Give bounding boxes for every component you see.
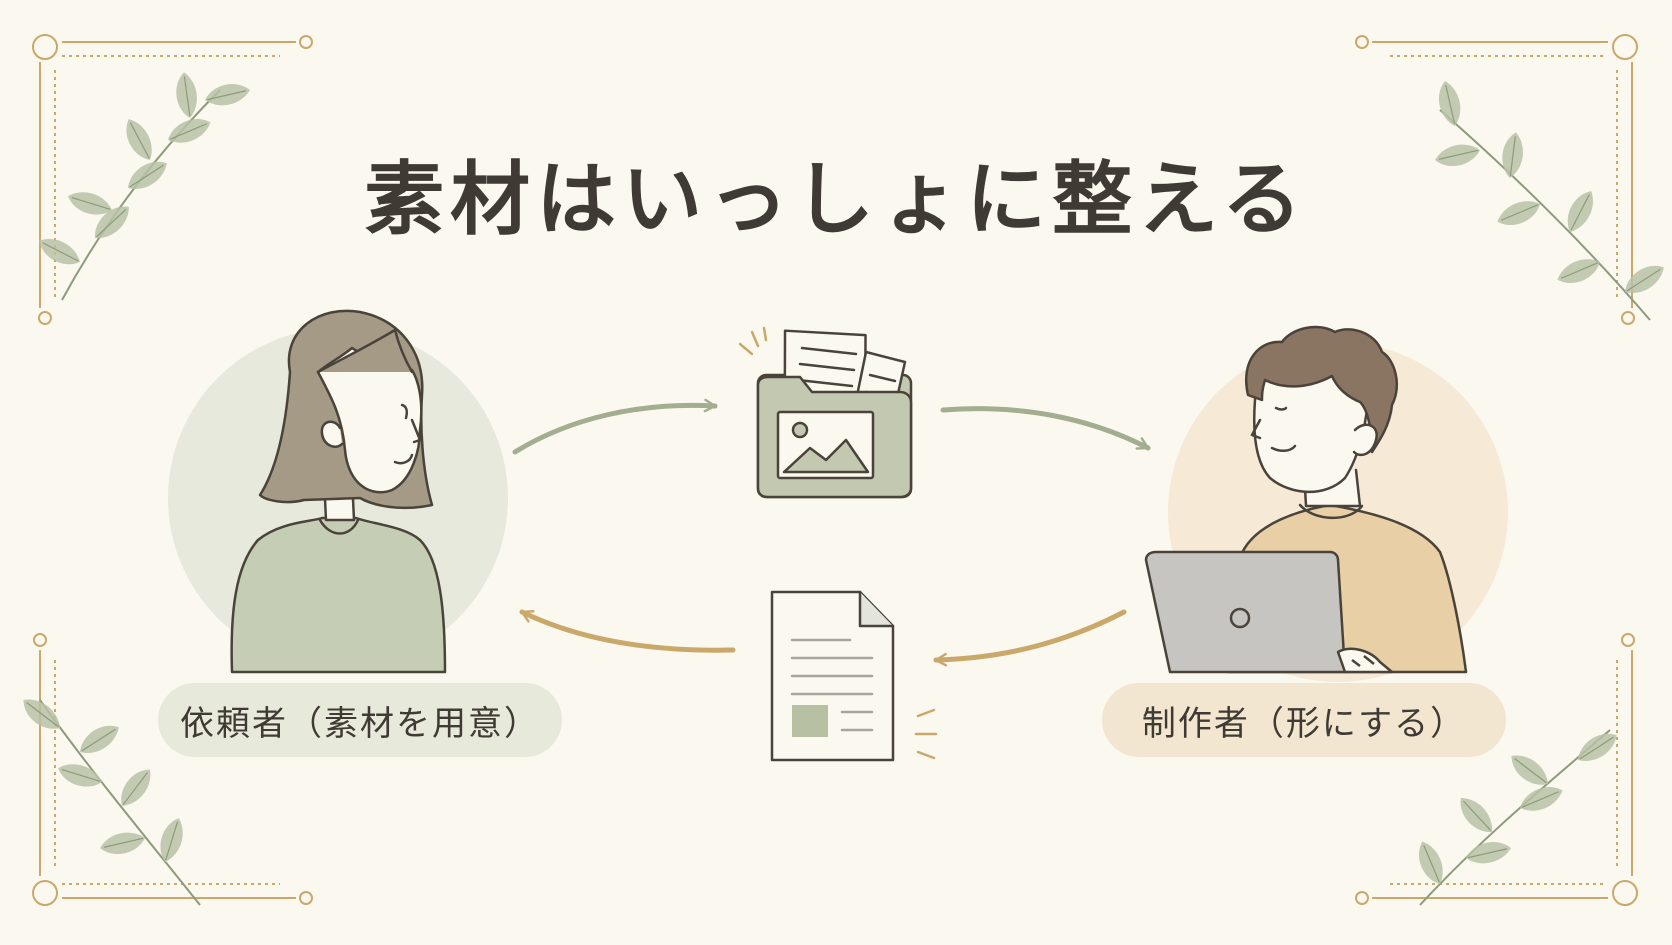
laptop-icon (1144, 550, 1394, 674)
arrow-creator-to-document (933, 609, 1127, 667)
arrow-requester-to-folder (512, 398, 718, 455)
frame-corner-top-left (32, 34, 313, 325)
requester-figure (230, 309, 447, 674)
requester-role-text: 依頼者（素材を用意） (180, 703, 540, 744)
creator-role-label: 制作者（形にする） (1102, 683, 1506, 757)
folder-with-image-icon (738, 326, 913, 499)
document-icon (770, 590, 938, 762)
frame-corner-bottom-right (1355, 633, 1638, 906)
requester-role-label: 依頼者（素材を用意） (158, 683, 562, 757)
arrow-folder-to-creator (940, 406, 1151, 451)
arrow-document-to-requester (519, 609, 736, 653)
frame-corner-bottom-left (32, 633, 313, 906)
leaf-branch-icon-top-right (1432, 78, 1670, 321)
creator-role-text: 制作者（形にする） (1141, 703, 1467, 744)
leaf-branch-icon-top-left (33, 70, 253, 301)
leaf-branch-icon-bottom-left (16, 691, 201, 906)
leaf-branch-icon-bottom-right (1412, 726, 1623, 906)
page-title: 素材はいっしょに整える (364, 152, 1308, 246)
frame-corner-top-right (1355, 34, 1638, 325)
